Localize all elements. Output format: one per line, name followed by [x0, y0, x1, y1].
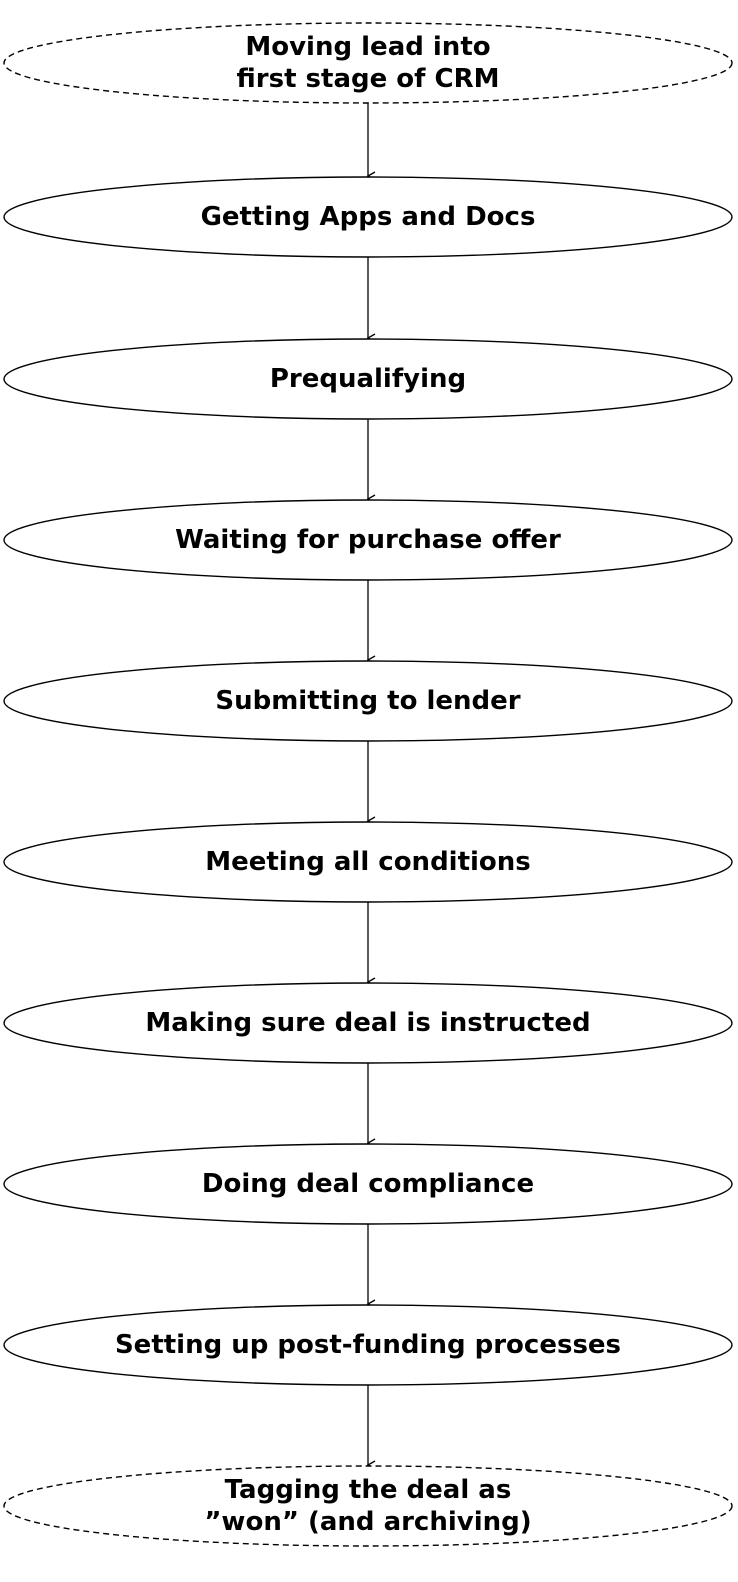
node-5-label-line-1: Submitting to lender: [215, 686, 520, 716]
node-6-label-line-1: Meeting all conditions: [205, 847, 531, 877]
node-7-label-line-1: Making sure deal is instructed: [145, 1008, 590, 1038]
node-2-shape: [3, 176, 733, 258]
node-8-label-line-1: Doing deal compliance: [202, 1169, 534, 1199]
node-3-label-line-1: Prequalifying: [270, 364, 466, 394]
node-10: Tagging the deal as”won” (and archiving): [3, 1465, 733, 1547]
node-9: Setting up post-funding processes: [3, 1304, 733, 1386]
node-10-label-line-2: ”won” (and archiving): [204, 1507, 531, 1537]
node-9-label-line-1: Setting up post-funding processes: [115, 1330, 621, 1360]
node-7: Making sure deal is instructed: [3, 982, 733, 1064]
node-5: Submitting to lender: [3, 660, 733, 742]
node-1-shape: [3, 22, 733, 104]
node-4-shape: [3, 499, 733, 581]
node-10-label-line-1: Tagging the deal as: [225, 1475, 512, 1505]
node-6: Meeting all conditions: [3, 821, 733, 903]
node-5-shape: [3, 660, 733, 742]
node-3-shape: [3, 338, 733, 420]
node-4-label-line-1: Waiting for purchase offer: [175, 525, 561, 555]
node-8: Doing deal compliance: [3, 1143, 733, 1225]
node-6-shape: [3, 821, 733, 903]
node-8-shape: [3, 1143, 733, 1225]
node-2: Getting Apps and Docs: [3, 176, 733, 258]
node-3: Prequalifying: [3, 338, 733, 420]
node-7-shape: [3, 982, 733, 1064]
node-4: Waiting for purchase offer: [3, 499, 733, 581]
node-9-shape: [3, 1304, 733, 1386]
node-1-label-line-1: Moving lead into: [245, 32, 490, 62]
node-1-label-line-2: first stage of CRM: [237, 64, 500, 94]
node-10-shape: [3, 1465, 733, 1547]
node-2-label-line-1: Getting Apps and Docs: [201, 202, 536, 232]
